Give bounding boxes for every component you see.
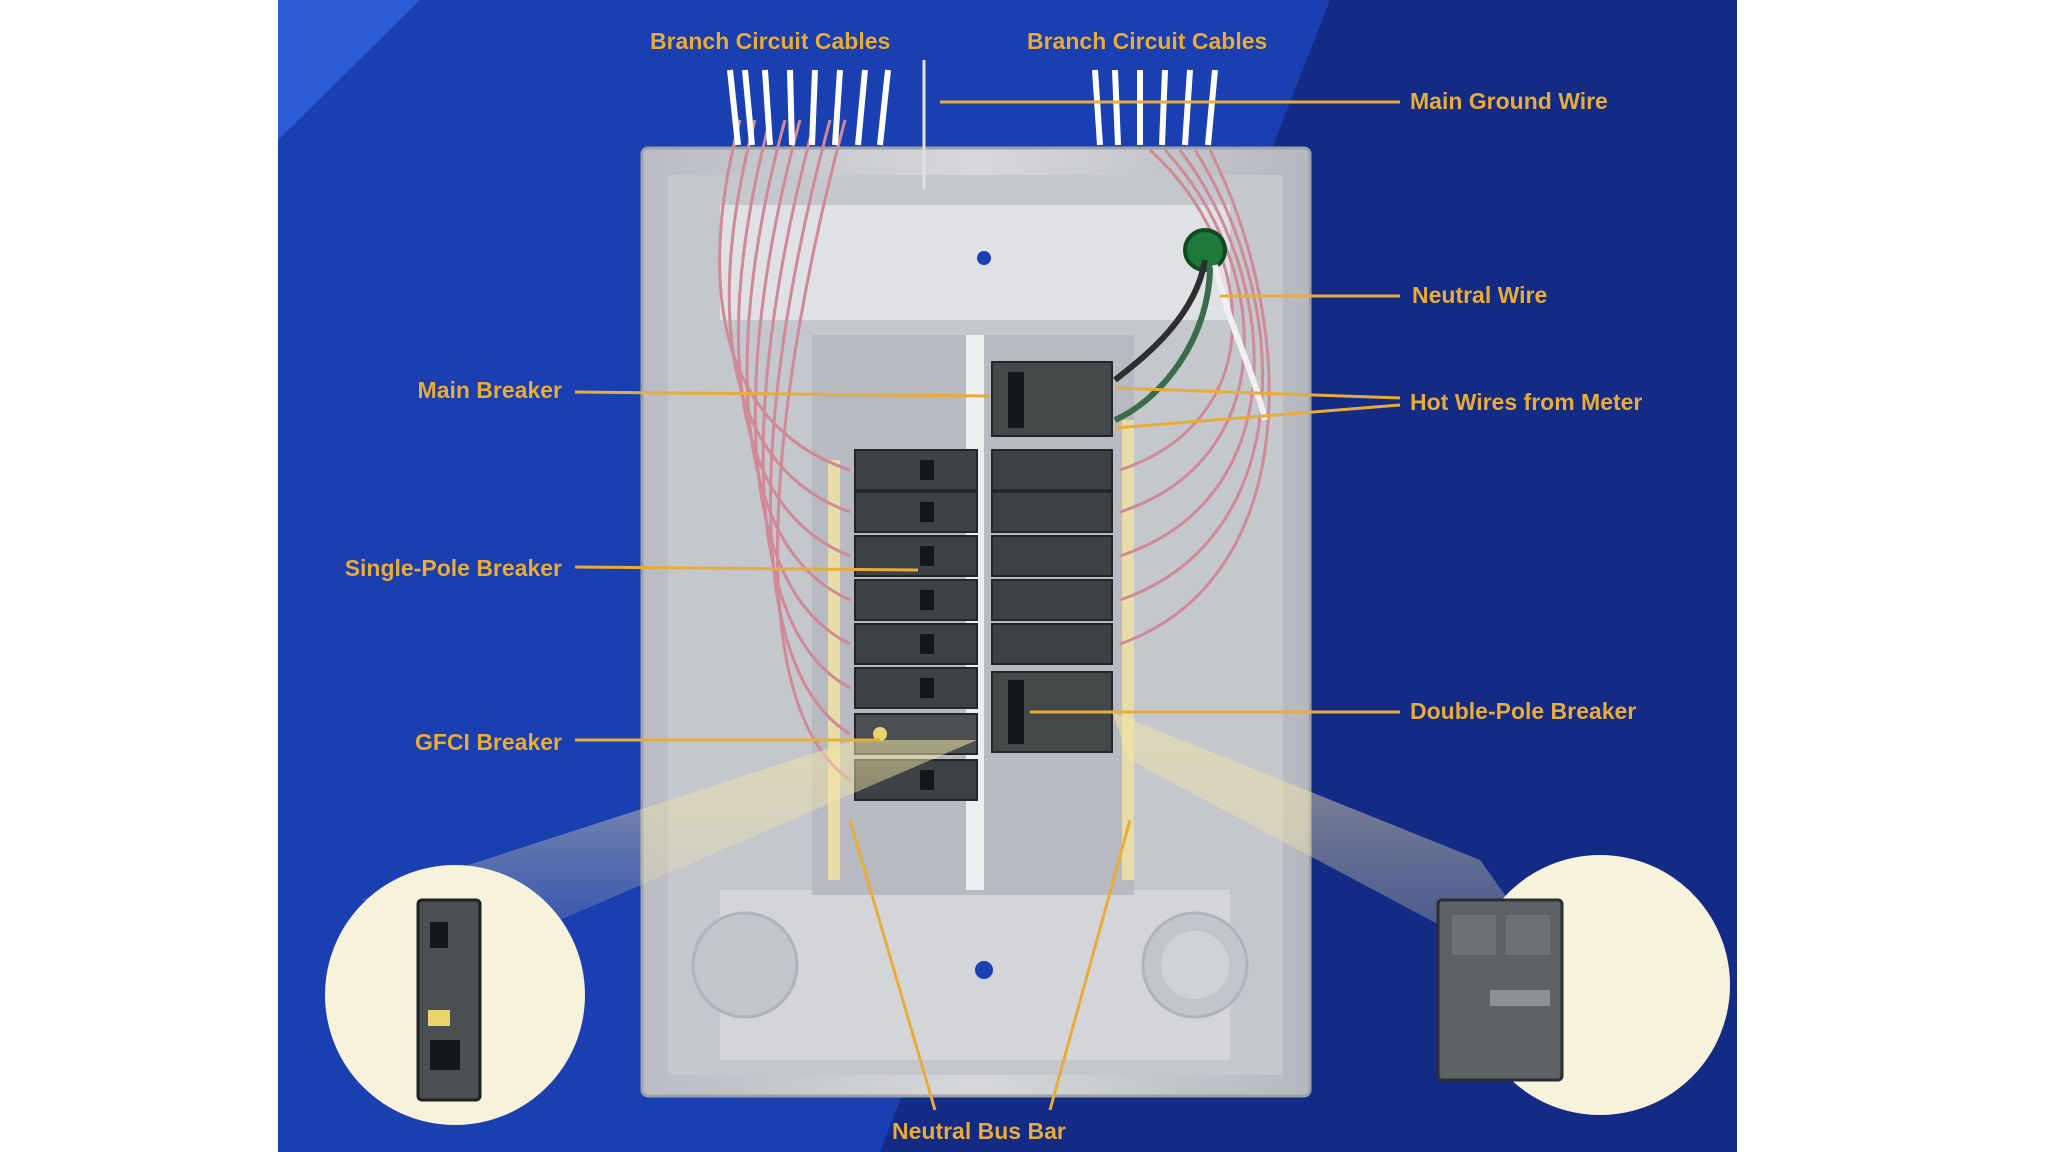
breaker-panel-illustration: [640, 60, 1312, 1098]
single-pole-breaker-icon: [325, 865, 585, 1125]
neutral-bus-bar-left: [828, 460, 840, 880]
label-main-breaker: Main Breaker: [417, 377, 562, 403]
left-highlight-beam: [360, 740, 977, 920]
label-branch-cables-right: Branch Circuit Cables: [1027, 28, 1268, 54]
background-swoosh: [278, 0, 420, 140]
double-pole-breaker-icon: [1436, 855, 1730, 1115]
label-main-ground-wire: Main Ground Wire: [1410, 88, 1608, 114]
branch-cables-left-bundle: [727, 69, 891, 146]
label-branch-cables-left: Branch Circuit Cables: [650, 28, 891, 54]
neutral-bus-bar-right: [1122, 420, 1134, 880]
branch-cables-right-bundle: [1092, 69, 1218, 146]
label-neutral-wire: Neutral Wire: [1412, 282, 1548, 308]
leader-lines: [574, 100, 1401, 1111]
branch-wires-left: [718, 119, 851, 782]
label-gfci-breaker: GFCI Breaker: [414, 729, 562, 755]
label-hot-wires: Hot Wires from Meter: [1410, 389, 1643, 415]
label-single-pole-breaker: Single-Pole Breaker: [344, 555, 562, 581]
label-neutral-bus-bar: Neutral Bus Bar: [892, 1118, 1066, 1144]
label-double-pole-breaker: Double-Pole Breaker: [1410, 698, 1637, 724]
